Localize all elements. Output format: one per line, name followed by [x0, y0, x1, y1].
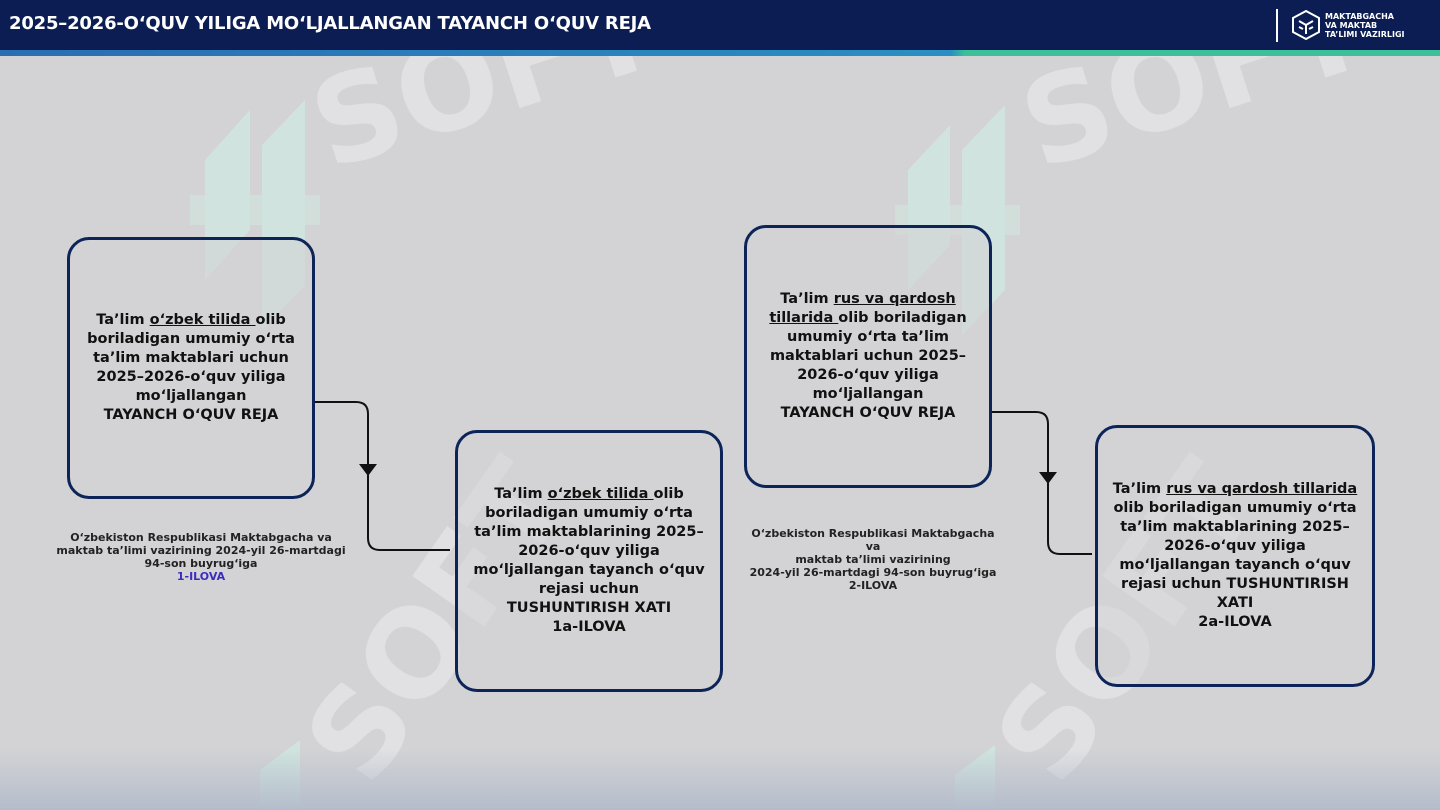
page-title: 2025–2026-O‘QUV YILIGA MO‘LJALLANGAN TAY…	[9, 13, 651, 34]
caption1-ilova-link[interactable]: 1-ILOVA	[176, 570, 226, 583]
ministry-logo-text: MAKTABGACHA VA MAKTAB TA’LIMI VAZIRLIGI	[1325, 12, 1405, 39]
header-stripe	[0, 50, 1440, 56]
box4-text-post: olib boriladigan umumiy o‘rta ta’lim mak…	[1113, 500, 1357, 611]
box3-text-pre: Ta’lim	[780, 291, 834, 307]
box3-text-underline: rus va qardosh tillarida	[769, 291, 956, 326]
connector-box3-to-box4	[990, 411, 1092, 555]
ministry-logo-icon	[1292, 9, 1320, 41]
bottom-fade	[0, 750, 1440, 810]
arrowhead-1	[359, 464, 377, 476]
caption2-line3: 2024-yil 26-martdagi 94-son buyrug‘iga	[749, 566, 997, 579]
logo-line-3: TA’LIMI VAZIRLIGI	[1325, 30, 1405, 39]
logo-line-1: MAKTABGACHA	[1325, 12, 1394, 21]
box2-text-post: olib boriladigan umumiy o‘rta ta’lim mak…	[473, 486, 705, 597]
box1-text-underline: o‘zbek tilida	[149, 312, 256, 328]
box4-text-tail: 2a-ILOVA	[1198, 614, 1272, 630]
box2-text-pre: Ta’lim	[494, 486, 548, 502]
logo-divider	[1276, 9, 1278, 42]
caption2-ilova-link[interactable]: 2-ILOVA	[848, 579, 898, 592]
caption2-line2: maktab ta’limi vazirining	[795, 553, 951, 566]
box1-text-tail: TAYANCH O‘QUV REJA	[103, 407, 279, 423]
box-russian-explanatory-note[interactable]: Ta’lim rus va qardosh tillarida olib bor…	[1095, 425, 1375, 687]
box-russian-curriculum[interactable]: Ta’lim rus va qardosh tillarida olib bor…	[744, 225, 992, 488]
connector-box1-to-box2	[312, 401, 450, 551]
arrowhead-2	[1039, 472, 1057, 484]
caption2-line1: O‘zbekiston Respublikasi Maktabgacha va	[751, 527, 995, 553]
box-uzbek-explanatory-note[interactable]: Ta’lim o‘zbek tilida olib boriladigan um…	[455, 430, 723, 692]
box2-text-tail2: 1a-ILOVA	[552, 619, 626, 635]
box2-text-underline: o‘zbek tilida	[547, 486, 654, 502]
logo-line-2: VA MAKTAB	[1325, 21, 1378, 30]
caption-order-1: O‘zbekiston Respublikasi Maktabgacha va …	[50, 531, 352, 583]
box1-text-post: olib boriladigan umumiy o‘rta ta’lim mak…	[87, 312, 295, 404]
header-bar: 2025–2026-O‘QUV YILIGA MO‘LJALLANGAN TAY…	[0, 0, 1440, 50]
caption-order-2: O‘zbekiston Respublikasi Maktabgacha va …	[744, 527, 1002, 592]
box4-text-pre: Ta’lim	[1112, 481, 1167, 497]
box2-text-tail: TUSHUNTIRISH XATI	[506, 600, 672, 616]
box-uzbek-curriculum[interactable]: Ta’lim o‘zbek tilida olib boriladigan um…	[67, 237, 315, 499]
box4-text-underline: rus va qardosh tillarida	[1166, 481, 1358, 497]
box1-text-pre: Ta’lim	[96, 312, 150, 328]
caption1-text: O‘zbekiston Respublikasi Maktabgacha va …	[56, 531, 346, 570]
box3-text-post: olib boriladigan umumiy o‘rta ta’lim mak…	[769, 310, 967, 402]
box3-text-tail: TAYANCH O‘QUV REJA	[780, 405, 956, 421]
